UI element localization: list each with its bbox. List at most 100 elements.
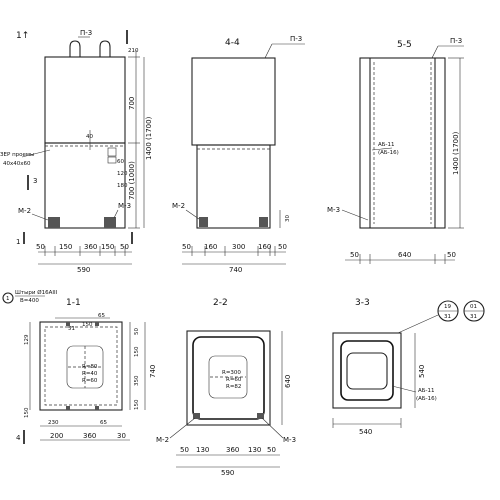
svg-text:590: 590 <box>77 266 90 274</box>
view-5-5-title: 5-5 <box>397 40 412 50</box>
svg-text:540: 540 <box>418 365 426 378</box>
inner-opening-3 <box>346 352 388 390</box>
section-2-2: 2-2 R=300 R=60 R=82 М-2 М-3 640 50 130 3… <box>156 298 296 477</box>
svg-text:19: 19 <box>444 304 451 310</box>
svg-text:160: 160 <box>204 243 217 251</box>
svg-text:210: 210 <box>128 48 139 54</box>
svg-text:230: 230 <box>48 420 59 426</box>
svg-text:180: 180 <box>117 183 128 189</box>
embedded-part-m2 <box>48 217 60 228</box>
inner-frame-3 <box>340 340 394 401</box>
svg-text:R=40: R=40 <box>82 371 98 377</box>
svg-text:50: 50 <box>267 446 276 454</box>
section-3-3: 3-3 19 31 01 31 АБ-11 (АБ-16) 540 540 <box>332 298 485 436</box>
svg-text:200: 200 <box>50 432 63 440</box>
view-4-4-title: 4-4 <box>225 38 240 48</box>
svg-text:150: 150 <box>134 399 140 410</box>
section-2-2-title: 2-2 <box>213 298 228 308</box>
section-1-1: 1-1 1 Штыри Ø16АIII В=400 R=80 R=40 R=60… <box>2 289 157 444</box>
section-1-1-title: 1-1 <box>66 298 81 308</box>
svg-text:М-2: М-2 <box>156 436 169 444</box>
svg-text:М-3: М-3 <box>283 436 296 444</box>
svg-text:R=82: R=82 <box>226 384 241 390</box>
svg-text:129: 129 <box>24 334 30 345</box>
view-1-title: 1↑ <box>16 31 29 41</box>
svg-text:1400 (1700): 1400 (1700) <box>452 131 460 175</box>
svg-text:П-3: П-3 <box>450 37 462 45</box>
svg-text:М-3: М-3 <box>118 202 131 210</box>
svg-text:В=400: В=400 <box>20 298 39 304</box>
lifting-loop-left <box>69 40 81 57</box>
svg-text:(АБ-16): (АБ-16) <box>378 150 399 156</box>
svg-text:150: 150 <box>134 346 140 357</box>
callout-circle <box>2 292 14 304</box>
svg-text:4: 4 <box>16 434 21 442</box>
svg-text:130: 130 <box>248 446 261 454</box>
svg-text:740: 740 <box>149 365 157 378</box>
svg-text:50: 50 <box>278 243 287 251</box>
svg-text:700: 700 <box>128 97 136 110</box>
plan-outline-2 <box>186 330 271 426</box>
section-3-3-title: 3-3 <box>355 298 370 308</box>
svg-text:R=60: R=60 <box>226 377 242 383</box>
svg-text:350: 350 <box>134 375 140 386</box>
plan-outline-1 <box>39 321 123 411</box>
svg-text:R=300: R=300 <box>222 370 241 376</box>
svg-text:65: 65 <box>100 420 107 426</box>
view-1: 1↑ П-3 40 60 120 180 М-2 М-3 ЗЕР проемы … <box>0 29 153 274</box>
svg-text:АБ-11: АБ-11 <box>418 388 435 394</box>
svg-text:640: 640 <box>284 375 292 388</box>
svg-text:01: 01 <box>470 304 477 310</box>
svg-text:360: 360 <box>84 243 97 251</box>
svg-text:50: 50 <box>134 328 140 335</box>
svg-text:50: 50 <box>180 446 189 454</box>
svg-text:R=80: R=80 <box>82 364 98 370</box>
plan-outline-3 <box>332 332 402 409</box>
svg-text:М-2: М-2 <box>172 202 185 210</box>
svg-text:31: 31 <box>444 314 451 320</box>
svg-text:50: 50 <box>36 243 45 251</box>
svg-text:31: 31 <box>470 314 477 320</box>
svg-text:700 (1000): 700 (1000) <box>128 161 136 200</box>
svg-text:1400 (1700): 1400 (1700) <box>145 116 153 160</box>
lower-block-4 <box>196 144 271 229</box>
svg-text:1: 1 <box>16 238 20 246</box>
view-5-5: 5-5 П-3 АБ-11 (АБ-16) М-3 1400 (1700) 50… <box>327 37 464 264</box>
svg-text:300: 300 <box>232 243 245 251</box>
embedded-part-m3 <box>104 217 116 228</box>
svg-text:50: 50 <box>350 251 359 259</box>
side-block-5 <box>359 57 446 229</box>
svg-text:150: 150 <box>101 243 114 251</box>
svg-text:АБ-11: АБ-11 <box>378 142 395 148</box>
upper-block <box>44 56 126 144</box>
svg-text:360: 360 <box>83 432 96 440</box>
svg-text:50: 50 <box>182 243 191 251</box>
svg-text:150: 150 <box>24 407 30 418</box>
svg-text:1: 1 <box>6 296 10 302</box>
svg-text:50: 50 <box>120 243 129 251</box>
svg-text:30: 30 <box>117 432 126 440</box>
svg-text:51: 51 <box>68 326 75 332</box>
svg-text:Штыри Ø16АIII: Штыри Ø16АIII <box>15 289 58 296</box>
svg-text:640: 640 <box>398 251 411 259</box>
lower-block <box>44 142 126 229</box>
inner-frame-2 <box>192 336 265 420</box>
svg-text:360: 360 <box>226 446 239 454</box>
lifting-loop-right <box>99 40 111 57</box>
svg-text:130: 130 <box>196 446 209 454</box>
svg-text:740: 740 <box>229 266 242 274</box>
svg-text:М-2: М-2 <box>18 207 31 215</box>
svg-text:ЗЕР проемы: ЗЕР проемы <box>0 152 34 158</box>
svg-text:М-3: М-3 <box>327 206 340 214</box>
svg-text:30: 30 <box>285 215 291 222</box>
svg-text:120: 120 <box>117 171 128 177</box>
svg-text:150: 150 <box>59 243 72 251</box>
view-4-4: 4-4 П-3 М-2 30 50 160 300 160 50 740 <box>172 35 305 274</box>
svg-text:40: 40 <box>86 134 93 140</box>
upper-block-4 <box>191 57 276 146</box>
inner-opening-2 <box>208 355 248 399</box>
svg-text:3: 3 <box>33 177 37 185</box>
svg-text:150: 150 <box>82 322 93 328</box>
svg-text:65: 65 <box>98 313 105 319</box>
